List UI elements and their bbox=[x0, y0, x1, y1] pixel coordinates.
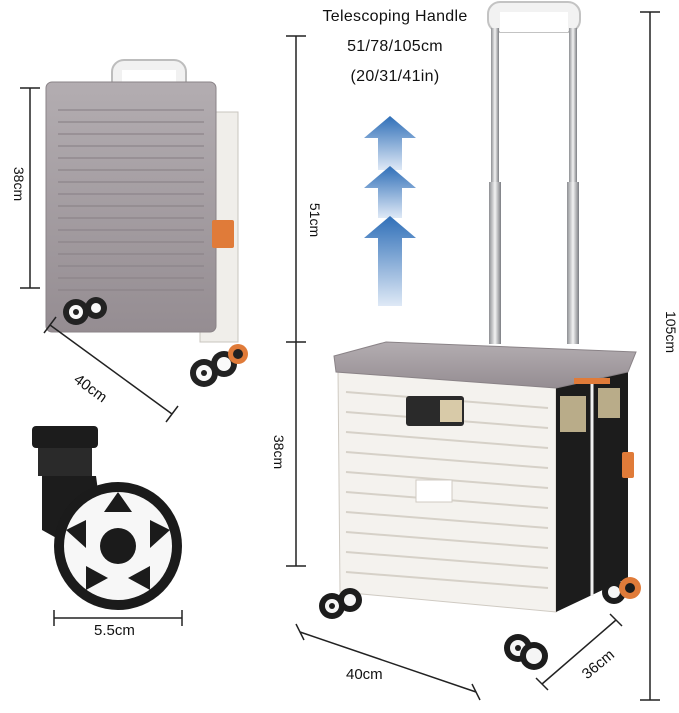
cart-wheel-front-right bbox=[504, 634, 548, 670]
folded-width-line bbox=[49, 324, 173, 415]
handle-lengths-cm: 51/78/105cm bbox=[347, 38, 443, 55]
cart-lid bbox=[333, 341, 637, 389]
main-cart bbox=[319, 1, 641, 670]
folded-wheel-right bbox=[190, 344, 248, 387]
folded-cart bbox=[20, 59, 248, 423]
cart-wheel-front-left bbox=[319, 588, 362, 619]
cart-wheel-rear bbox=[602, 577, 641, 604]
box-height-label: 38cm bbox=[271, 434, 288, 470]
handle-title: Telescoping Handle bbox=[322, 8, 468, 25]
side-latch bbox=[622, 452, 634, 478]
folded-height-label: 38cm bbox=[11, 166, 28, 202]
wheel-mount-top bbox=[32, 426, 98, 448]
handle-height-label: 51cm bbox=[307, 202, 324, 238]
wheel-detail bbox=[32, 426, 183, 626]
box-width-label: 40cm bbox=[346, 666, 383, 683]
folded-wheel-left bbox=[63, 297, 107, 325]
extend-arrows bbox=[364, 116, 416, 306]
total-height-label: 105cm bbox=[663, 310, 679, 354]
handle-lengths-in: (20/31/41in) bbox=[350, 68, 440, 85]
folded-latch bbox=[212, 220, 234, 248]
wheel-hub bbox=[100, 528, 136, 564]
front-label-plate bbox=[415, 479, 453, 503]
folded-lid-panel bbox=[45, 81, 217, 333]
main-dimension-lines bbox=[286, 11, 660, 701]
wheel-diameter-label: 5.5cm bbox=[94, 622, 135, 639]
